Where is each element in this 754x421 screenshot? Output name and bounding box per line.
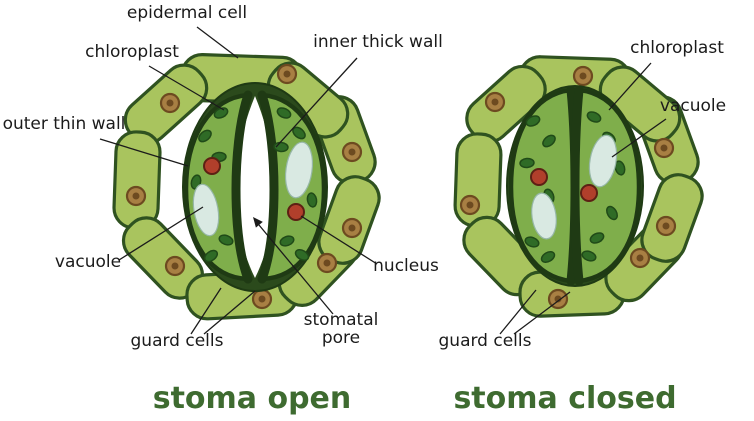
label-chloroplast-open: chloroplast — [85, 42, 179, 62]
stoma-closed-figure — [453, 55, 704, 318]
label-epidermal-cell: epidermal cell — [127, 3, 247, 23]
chloroplast — [294, 249, 310, 261]
chloroplast — [540, 251, 556, 263]
chloroplast — [519, 157, 535, 169]
leader-chloroplast-open — [148, 65, 225, 111]
label-nucleus: nucleus — [373, 256, 439, 276]
leader-guard-cells-open-b — [203, 290, 256, 335]
chloroplast — [279, 235, 295, 247]
leader-vacuole-closed — [611, 118, 667, 158]
chloroplast — [589, 232, 605, 244]
chloroplast — [203, 249, 219, 263]
chloroplast — [586, 111, 602, 123]
leader-inner-thick-wall — [275, 57, 358, 148]
label-vacuole-open: vacuole — [55, 252, 121, 272]
chloroplast — [273, 141, 289, 153]
chloroplast — [213, 107, 229, 119]
label-guard-cells-closed: guard cells — [439, 331, 532, 351]
epidermal-cell — [453, 132, 503, 228]
chloroplast — [581, 250, 597, 262]
stomatal-pore-arrowhead — [253, 217, 263, 228]
inner-thick-wall-right — [570, 85, 584, 286]
inner-thick-wall-right — [257, 90, 279, 284]
leader-chloroplast-closed — [608, 62, 652, 111]
vacuole — [531, 192, 557, 240]
chloroplast — [614, 160, 626, 176]
chloroplast — [525, 115, 541, 127]
chloroplast — [198, 129, 212, 143]
guard-cell-nucleus — [580, 184, 598, 202]
caption-stoma-open: stoma open — [153, 381, 352, 416]
inner-thick-wall-left — [231, 90, 253, 284]
chloroplast — [218, 234, 234, 246]
label-inner-thick-wall: inner thick wall — [313, 32, 443, 52]
vacuole — [284, 141, 314, 199]
guard-cell-nucleus — [203, 157, 221, 175]
epidermal-nuclei-closed — [459, 65, 677, 310]
leader-guard-cells-open-a — [190, 287, 222, 335]
chloroplast — [306, 192, 318, 208]
epidermal-nuclei-open — [125, 63, 363, 310]
leader-nucleus — [300, 215, 378, 265]
leader-guard-cells-closed-a — [499, 289, 537, 335]
chloroplast — [276, 107, 292, 119]
vacuole — [588, 134, 618, 188]
guard-cell-nucleus — [530, 168, 548, 186]
guard-cell-nucleus — [287, 203, 305, 221]
annotations: epidermal cell chloroplast inner thick w… — [3, 3, 727, 351]
chloroplast — [524, 236, 540, 248]
caption-stoma-closed-text: stoma closed — [453, 381, 676, 416]
label-chloroplast-closed: chloroplast — [630, 38, 724, 58]
label-stomatal-pore-line1: stomatal — [304, 310, 379, 330]
label-guard-cells-open: guard cells — [131, 331, 224, 351]
caption-stoma-open-text: stoma open — [153, 381, 352, 416]
chloroplast — [606, 205, 618, 221]
leader-vacuole-open — [118, 206, 204, 261]
chloroplasts-left-guard — [519, 115, 556, 263]
label-outer-thin-wall: outer thin wall — [3, 114, 126, 134]
leader-outer-thin-wall — [99, 138, 189, 167]
chloroplast — [542, 134, 556, 148]
leader-guard-cells-closed-b — [513, 291, 571, 335]
leader-epidermal-cell — [196, 26, 239, 59]
label-vacuole-closed: vacuole — [660, 96, 726, 116]
caption-stoma-closed: stoma closed — [453, 381, 676, 416]
label-stomatal-pore-line2: pore — [322, 328, 360, 348]
stoma-open-figure — [112, 53, 381, 321]
leader-stomatal-pore — [258, 224, 334, 315]
